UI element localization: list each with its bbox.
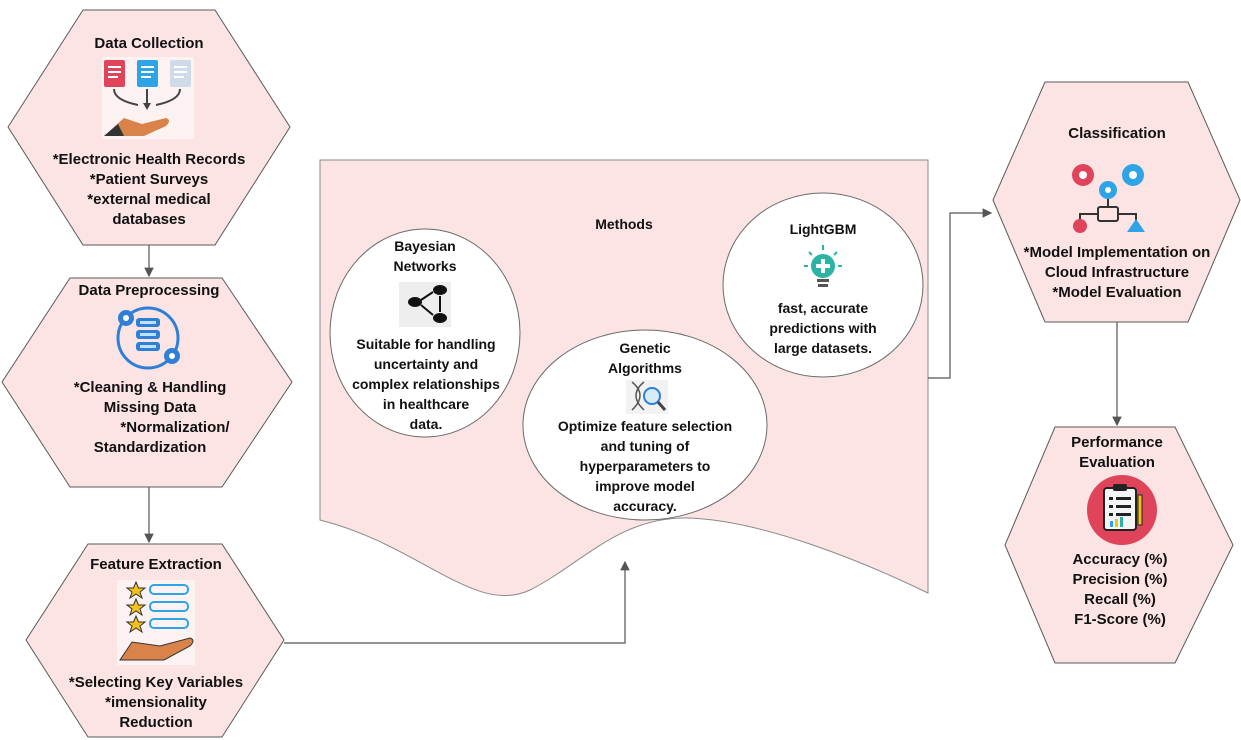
data-collection-items: *Electronic Health Records *Patient Surv… (20, 150, 278, 230)
classification-items: *Model Implementation on Cloud Infrastru… (995, 243, 1239, 303)
feature-extraction-item: Reduction (119, 714, 193, 731)
genetic-title-line: Genetic (619, 340, 671, 356)
genetic-title-line: Algorithms (608, 360, 682, 376)
feature-extraction-item: *Selecting Key Variables (68, 674, 244, 691)
performance-metric: Accuracy (%) (1072, 551, 1168, 568)
data-collection-item: *Patient Surveys (89, 171, 209, 188)
dna-magnifier-icon (626, 380, 668, 414)
performance-title-line: Evaluation (1079, 454, 1155, 471)
connector-extraction-to-methods (284, 560, 630, 644)
genetic-desc-line: and tuning of (600, 438, 690, 454)
genetic-desc-line: accuracy. (613, 498, 677, 514)
data-collection-item: *Electronic Health Records (52, 151, 246, 168)
data-preprocessing-item: *Normalization/ (120, 419, 230, 436)
lightbulb-plus-icon (804, 245, 842, 287)
bayesian-networks-circle (329, 228, 521, 438)
bayesian-desc-line: Suitable for handling (356, 336, 496, 352)
bayesian-desc-line: complex relationships (352, 376, 500, 392)
classification-title: Classification (1068, 125, 1166, 142)
data-preprocessing-title: Data Preprocessing (78, 282, 220, 299)
lightgbm-desc-line: large datasets. (773, 340, 873, 356)
classification-hexagon (992, 81, 1241, 323)
methods-title: Methods (595, 216, 653, 232)
data-preprocessing-items: *Cleaning & Handling Missing Data *Norma… (30, 378, 270, 458)
genetic-algorithms-circle (522, 329, 768, 521)
genetic-algorithms-title: Genetic Algorithms (595, 338, 695, 378)
gears-flowchart-icon (1072, 164, 1145, 233)
performance-title-line: Performance (1071, 434, 1163, 451)
bayesian-desc-line: uncertainty and (373, 356, 479, 372)
feature-extraction-items: *Selecting Key Variables *imensionality … (40, 673, 272, 733)
data-collection-item: databases (112, 211, 186, 228)
network-nodes-icon (399, 282, 451, 327)
performance-metric: F1-Score (%) (1074, 611, 1166, 628)
clipboard-report-icon (1087, 475, 1157, 545)
lightgbm-desc-line: fast, accurate (777, 300, 869, 316)
lightgbm-desc: fast, accurate predictions with large da… (743, 298, 903, 358)
data-preprocessing-item: *Cleaning & Handling (73, 379, 227, 396)
bayesian-networks-desc: Suitable for handling uncertainty and co… (336, 334, 516, 434)
data-collection-item: *external medical (87, 191, 211, 208)
data-preprocessing-item: Standardization (93, 439, 207, 456)
genetic-desc-line: improve model (595, 478, 695, 494)
feature-extraction-title: Feature Extraction (90, 556, 222, 573)
connector-methods-to-classification (928, 208, 993, 379)
data-preprocessing-item: Missing Data (103, 399, 197, 416)
classification-item: *Model Evaluation (1052, 284, 1182, 301)
bayesian-desc-line: in healthcare (382, 396, 470, 412)
performance-metric: Precision (%) (1072, 571, 1168, 588)
genetic-desc-line: hyperparameters to (579, 458, 711, 474)
classification-item: Cloud Infrastructure (1044, 264, 1190, 281)
performance-evaluation-title: Performance Evaluation (1062, 433, 1172, 473)
lightgbm-title: LightGBM (789, 221, 857, 237)
data-preprocessing-hexagon (1, 277, 293, 488)
classification-item: *Model Implementation on (1023, 244, 1211, 261)
genetic-desc-line: Optimize feature selection (557, 418, 733, 434)
data-collection-title: Data Collection (94, 35, 204, 52)
genetic-algorithms-desc: Optimize feature selection and tuning of… (532, 416, 758, 516)
performance-metrics: Accuracy (%) Precision (%) Recall (%) F1… (1045, 550, 1195, 630)
star-list-hand-icon (117, 580, 195, 665)
lightgbm-desc-line: predictions with (769, 320, 877, 336)
performance-evaluation-hexagon (1004, 426, 1234, 664)
bayesian-title-line: Networks (393, 258, 457, 274)
documents-to-hand-icon (102, 57, 194, 139)
feature-extraction-item: *imensionality (105, 694, 207, 711)
database-gears-icon (116, 306, 180, 370)
performance-metric: Recall (%) (1084, 591, 1156, 608)
bayesian-title-line: Bayesian (394, 238, 456, 254)
bayesian-networks-title: Bayesian Networks (370, 236, 480, 276)
bayesian-desc-line: data. (409, 416, 443, 432)
